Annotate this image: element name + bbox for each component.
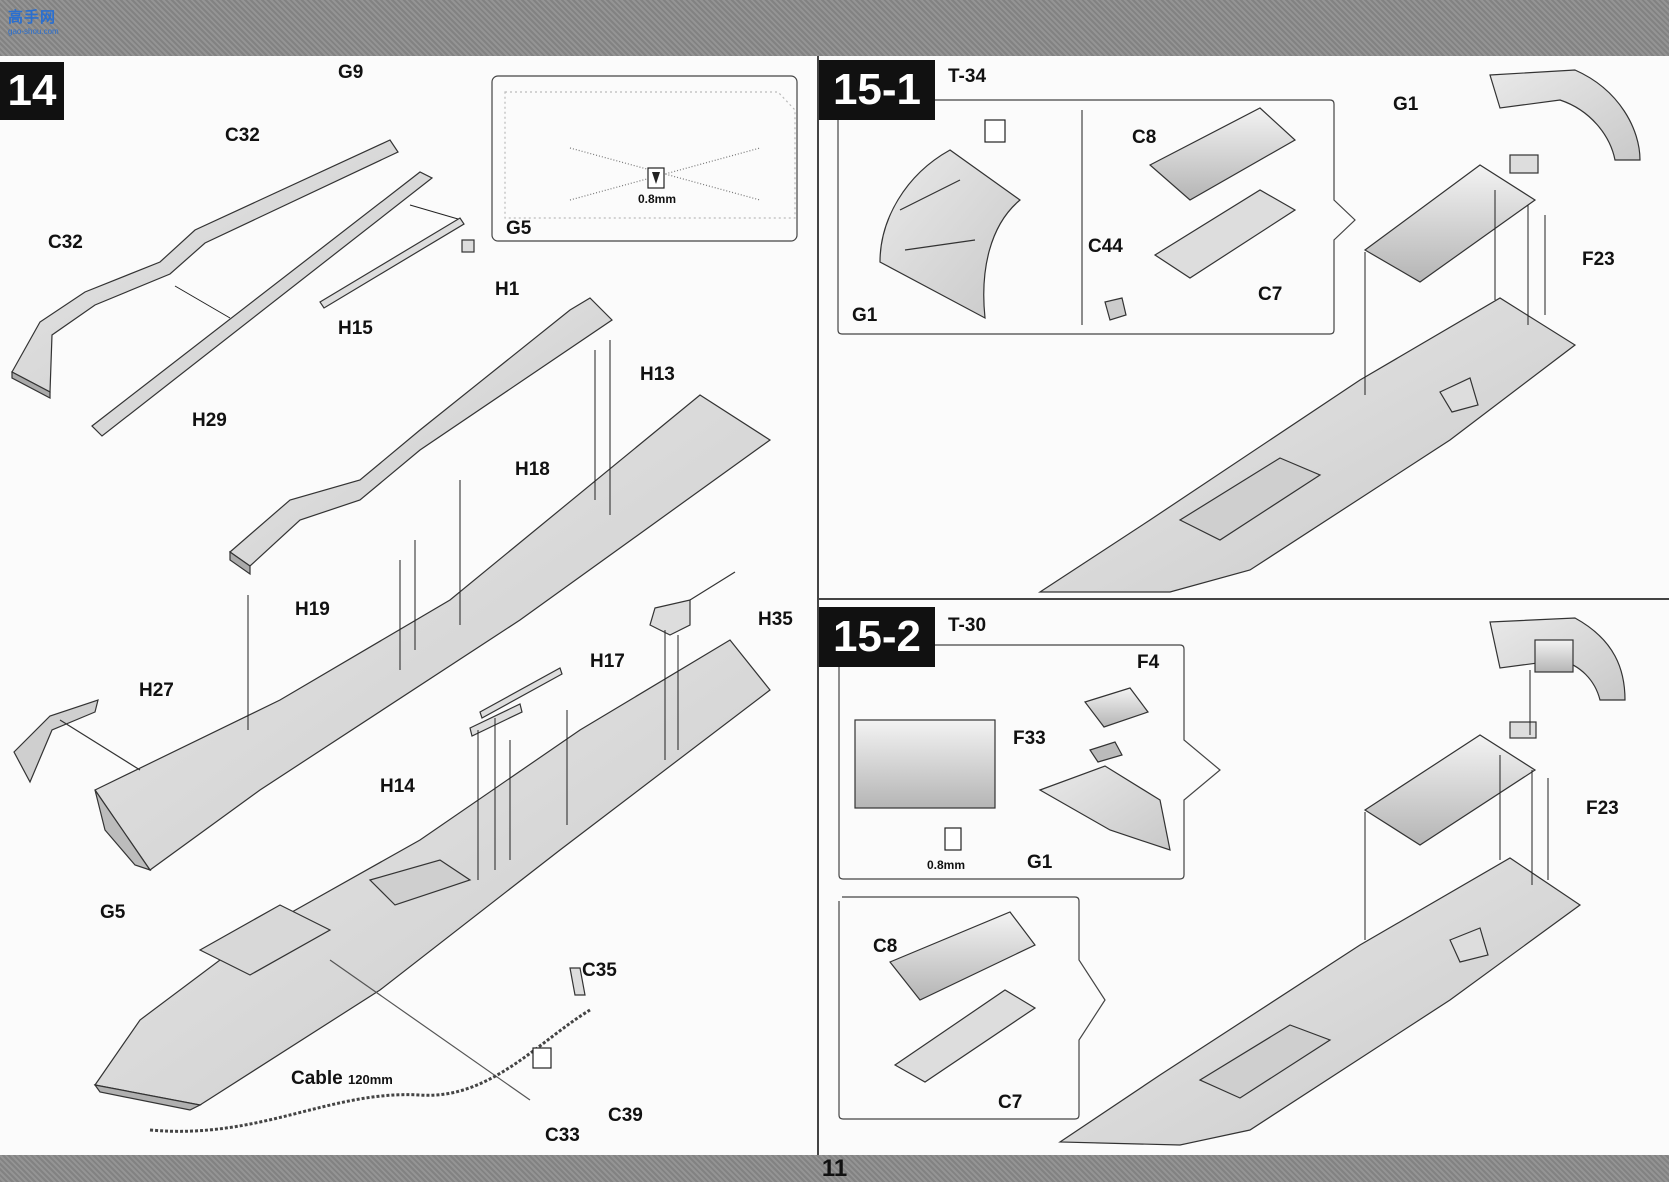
label-h19: H19 bbox=[295, 599, 330, 620]
label-c33: C33 bbox=[545, 1125, 580, 1146]
h29-side-plate-part bbox=[91, 171, 434, 437]
label-c8-15-2: C8 bbox=[873, 936, 898, 957]
label-h17: H17 bbox=[590, 651, 625, 672]
step15-1-leader-lines bbox=[1364, 190, 1546, 395]
g1-fender-15-2-inset bbox=[854, 687, 1171, 851]
label-f23-15-2: F23 bbox=[1586, 798, 1619, 819]
lower-assembled-deck-part bbox=[93, 639, 771, 1111]
label-g1-15-1: G1 bbox=[1393, 94, 1419, 115]
h17-h14-bars-part bbox=[469, 667, 586, 996]
h35-shovel-part bbox=[649, 571, 736, 636]
g1-fender-15-1-part bbox=[1489, 69, 1641, 161]
label-h27: H27 bbox=[139, 680, 174, 701]
muffler-15-1-part bbox=[1363, 154, 1539, 283]
step14-leader-lines bbox=[174, 204, 679, 880]
g9-fender-part bbox=[11, 139, 399, 399]
middle-fender-part bbox=[229, 297, 613, 576]
step-15-2-model: T-30 bbox=[948, 615, 987, 636]
step-15-1-model: T-34 bbox=[948, 66, 987, 87]
label-h35: H35 bbox=[758, 609, 793, 630]
label-c32-top: C32 bbox=[225, 125, 260, 146]
step-15-1-badge: 15-1 bbox=[819, 60, 935, 120]
h27-mudflap-part bbox=[13, 699, 141, 784]
step-15-2-badge: 15-2 bbox=[819, 607, 935, 667]
g5-inset-box bbox=[491, 75, 798, 242]
page-number: 11 bbox=[821, 1155, 848, 1182]
cable-line bbox=[149, 1008, 591, 1133]
label-c8-15-1: C8 bbox=[1132, 127, 1157, 148]
label-c32-left: C32 bbox=[48, 232, 83, 253]
g1-fender-15-1-inset bbox=[879, 149, 1021, 320]
label-h1: H1 bbox=[495, 279, 520, 300]
label-c35: C35 bbox=[582, 960, 617, 981]
label-h14: H14 bbox=[380, 776, 415, 797]
drill-icon-15-1 bbox=[984, 119, 1006, 143]
c33-rod-line bbox=[329, 959, 531, 1101]
main-deck-plate-part bbox=[94, 394, 772, 872]
step15-2-leader-lines bbox=[1364, 670, 1549, 940]
label-f33-15-2: F33 bbox=[1013, 728, 1046, 749]
h1-h15-rod-part bbox=[319, 217, 475, 309]
label-h18: H18 bbox=[515, 459, 550, 480]
drill-icon-15-2 bbox=[944, 827, 962, 851]
label-f4-15-2: F4 bbox=[1137, 652, 1160, 673]
step15-2-inset-box-2 bbox=[838, 896, 1106, 1120]
vertical-divider bbox=[817, 56, 819, 1155]
label-drill-15-2: 0.8mm bbox=[927, 858, 966, 872]
step15-1-inset-box bbox=[837, 99, 1356, 335]
label-h13: H13 bbox=[640, 364, 675, 385]
label-cable: Cable 120mm bbox=[291, 1068, 393, 1090]
label-c39: C39 bbox=[608, 1105, 643, 1126]
muffler-15-2-part bbox=[1363, 721, 1537, 846]
label-c44-15-1: C44 bbox=[1088, 236, 1123, 257]
label-c7-15-2: C7 bbox=[998, 1092, 1023, 1113]
hull-deck-15-1-part bbox=[1037, 297, 1577, 593]
label-c7-15-1: C7 bbox=[1258, 284, 1283, 305]
label-h15: H15 bbox=[338, 318, 373, 339]
label-h29: H29 bbox=[192, 410, 227, 431]
glue-icon bbox=[532, 1047, 552, 1069]
bottom-band bbox=[0, 1155, 1669, 1182]
horizontal-divider bbox=[819, 598, 1669, 600]
label-g5: G5 bbox=[100, 902, 126, 923]
label-f23-15-1: F23 bbox=[1582, 249, 1615, 270]
c8-c7-box-15-1 bbox=[1104, 107, 1297, 321]
label-g5-inset: G5 bbox=[506, 218, 532, 239]
site-logo: 高手网 gao-shou.com bbox=[8, 9, 59, 36]
hull-deck-15-2-part bbox=[1058, 857, 1582, 1146]
label-g9: G9 bbox=[338, 62, 364, 83]
cable-name: Cable bbox=[291, 1068, 343, 1089]
g1-fender-15-2-part bbox=[1489, 617, 1626, 701]
label-g1-inset-15-1: G1 bbox=[852, 305, 878, 326]
top-band bbox=[0, 0, 1669, 56]
step15-2-inset-box-1 bbox=[838, 644, 1221, 880]
step-14-badge: 14 bbox=[0, 62, 64, 120]
label-g1-15-2: G1 bbox=[1027, 852, 1053, 873]
cable-length: 120mm bbox=[348, 1072, 393, 1087]
label-drill-14: 0.8mm bbox=[638, 192, 677, 206]
c8-c7-box-15-2 bbox=[889, 911, 1037, 1083]
